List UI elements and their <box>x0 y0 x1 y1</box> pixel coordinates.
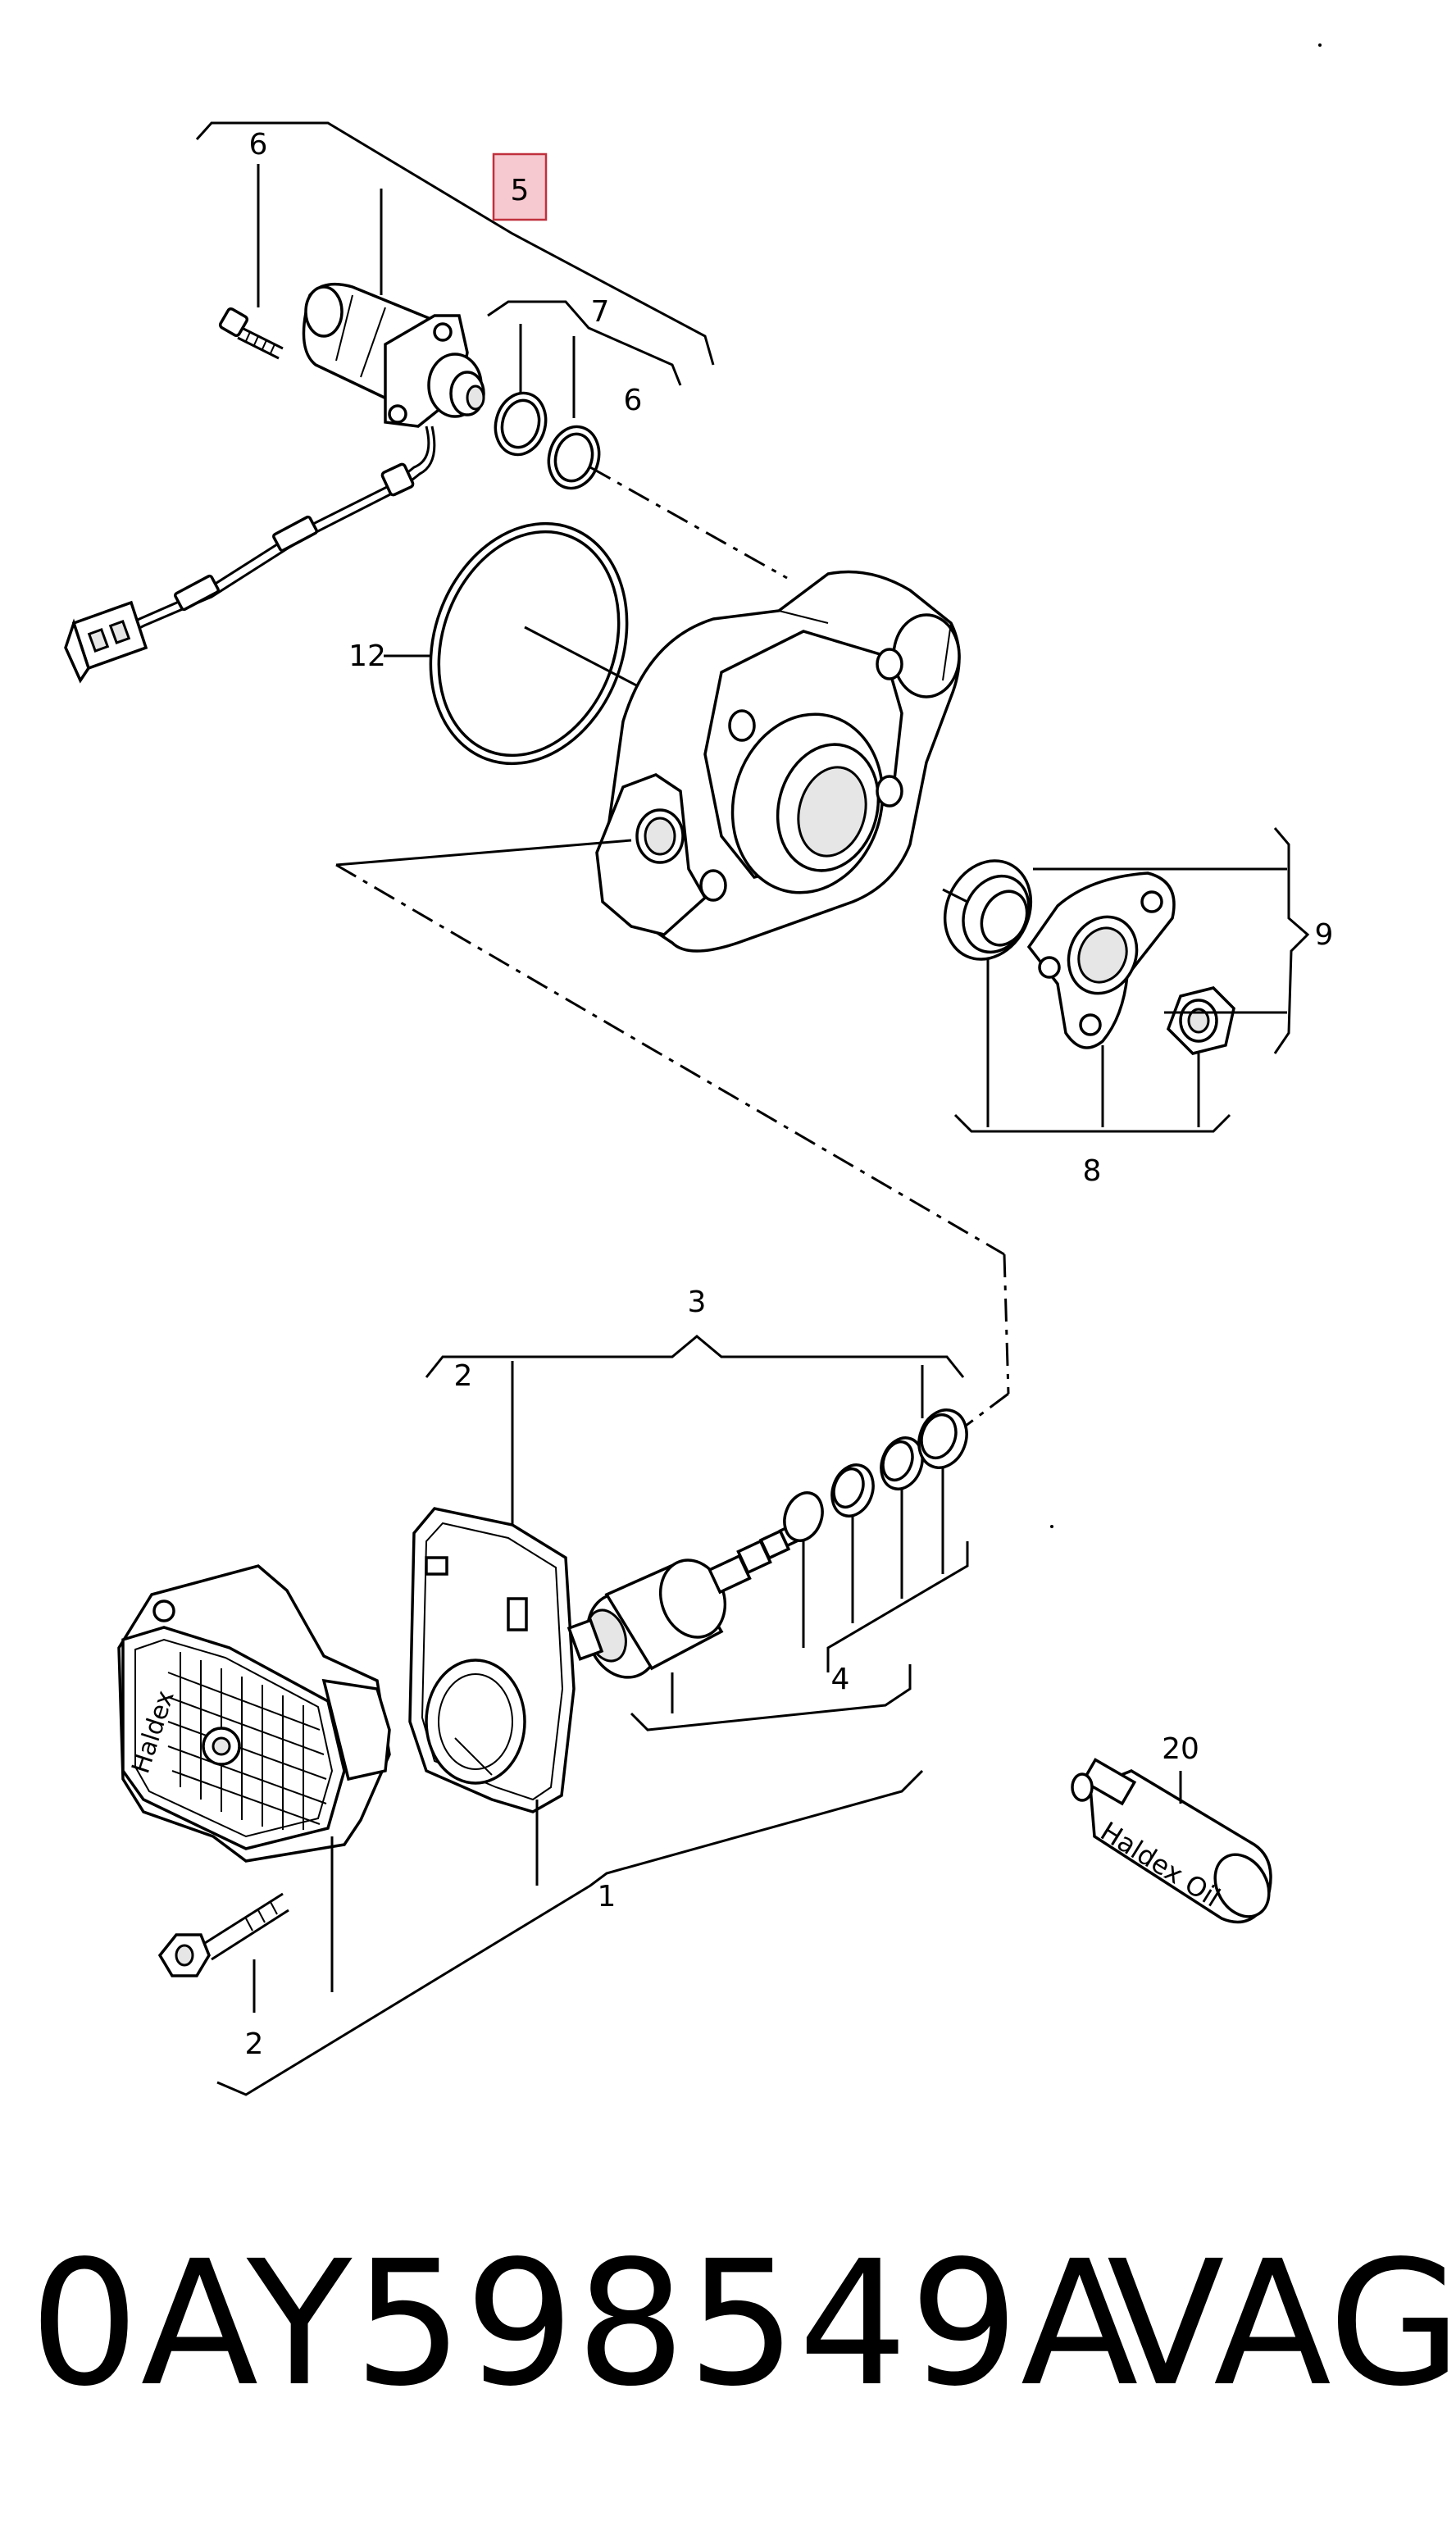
wire-connector <box>64 600 148 684</box>
haldex-oil-bottle: Haldex Oil <box>1071 1758 1272 1924</box>
callout-6-top: 6 <box>249 128 268 162</box>
callout-8: 8 <box>1083 1154 1102 1188</box>
exploded-parts-diagram: 5 6 7 6 <box>64 43 1334 2096</box>
callout-2-bottom: 2 <box>245 2027 264 2061</box>
motor-bolt <box>218 307 284 360</box>
callout-4: 4 <box>831 1663 850 1696</box>
o-ring-7-inner <box>500 398 541 449</box>
o-ring-12-inner <box>437 530 621 758</box>
cover-bolt <box>157 1892 289 1977</box>
callout-3: 3 <box>688 1285 707 1319</box>
o-ring-4b-inner <box>832 1467 865 1509</box>
brand-label: VAG <box>1107 2223 1456 2424</box>
solenoid-valve <box>566 1522 804 1679</box>
drive-flange <box>1026 871 1176 1049</box>
alignment-line-valve <box>335 863 1005 1256</box>
o-ring-4c-inner <box>881 1440 914 1482</box>
bracket-group-5 <box>195 121 715 366</box>
callout-6-mid: 6 <box>624 384 643 417</box>
valve-gasket <box>408 1507 576 1813</box>
o-ring-4a <box>783 1491 824 1542</box>
callout-9: 9 <box>1315 918 1334 952</box>
coupling-housing <box>595 570 961 953</box>
alignment-line-motor <box>589 466 788 580</box>
callout-7: 7 <box>591 295 610 329</box>
pump-motor <box>64 282 485 684</box>
o-ring-6-inner <box>553 432 594 483</box>
haldex-cover: Haldex <box>117 1564 391 1863</box>
callout-5: 5 <box>511 174 530 207</box>
bracket-group-1 <box>216 1769 924 2096</box>
bracket-group-7 <box>487 300 682 418</box>
seal-ring <box>943 859 1033 961</box>
alignment-line-vertical <box>1003 1254 1010 1395</box>
highlight-box-5 <box>492 152 548 221</box>
part-number: 0AY598549A <box>30 2223 1140 2424</box>
callout-1: 1 <box>598 1880 617 1913</box>
callout-12: 12 <box>348 639 386 673</box>
callout-20: 20 <box>1162 1732 1199 1766</box>
flange-nut <box>1166 986 1235 1055</box>
callout-2-top: 2 <box>454 1359 473 1393</box>
filter-ring-inner <box>920 1413 958 1460</box>
